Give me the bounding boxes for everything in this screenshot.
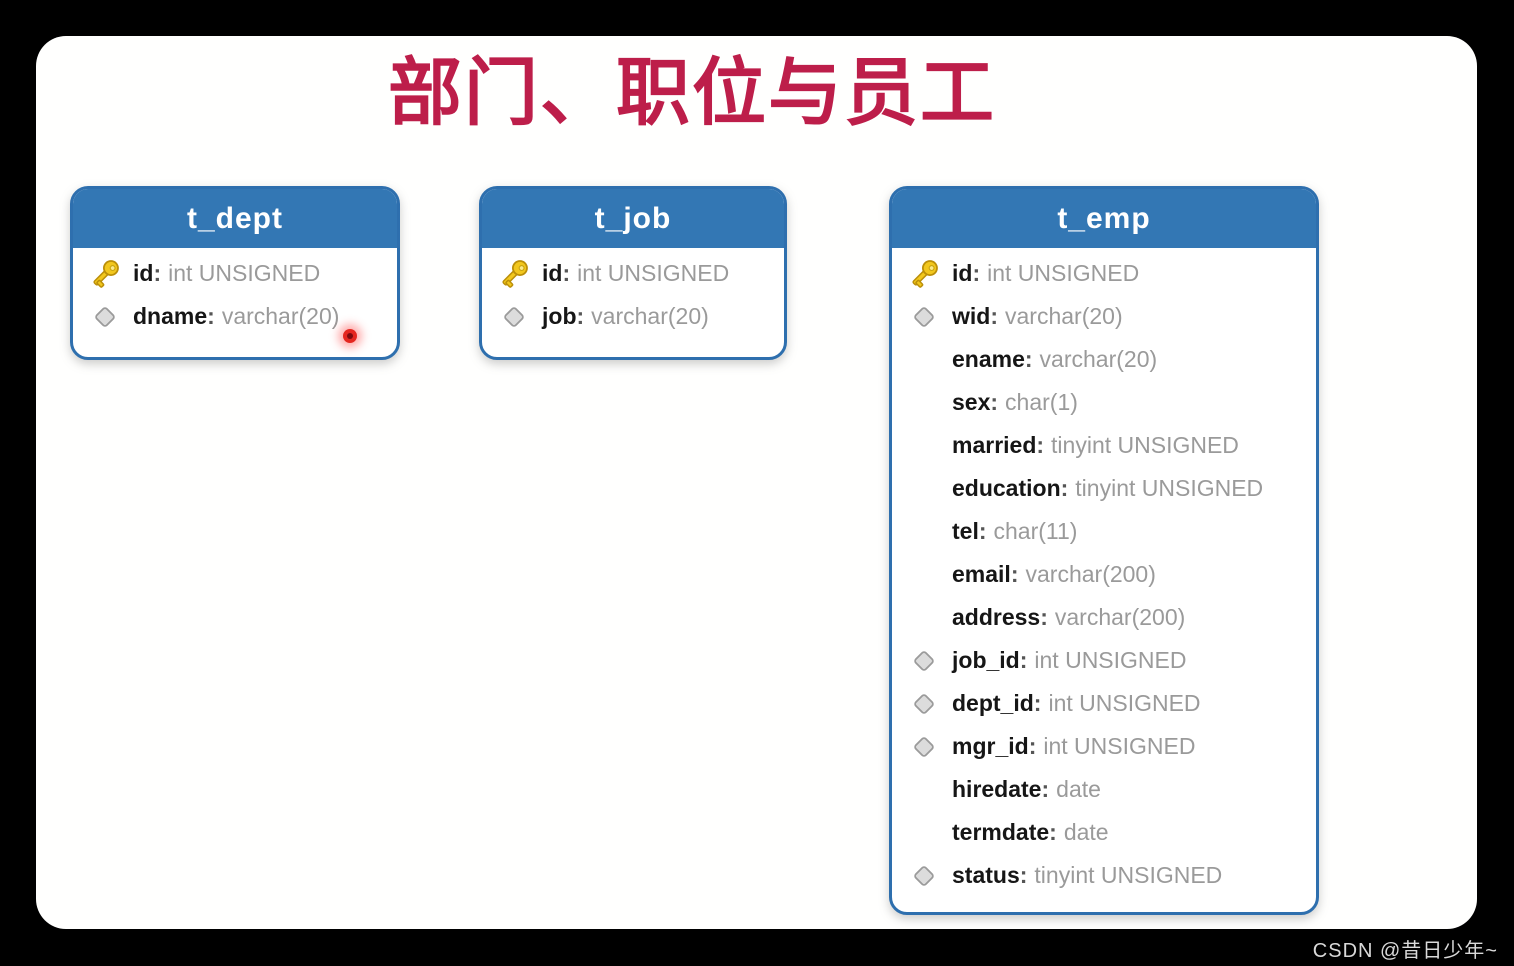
field-row-sex: sex:char(1) bbox=[892, 381, 1316, 424]
page-title: 部门、职位与员工 bbox=[388, 51, 996, 134]
field-colon: : bbox=[1049, 819, 1057, 845]
field-name: job_id bbox=[952, 647, 1020, 673]
field-row-job_id: job_id:int UNSIGNED bbox=[892, 639, 1316, 682]
field-row-wid: wid:varchar(20) bbox=[892, 295, 1316, 338]
field-type: varchar(200) bbox=[1025, 561, 1156, 587]
field-type: tinyint UNSIGNED bbox=[1051, 432, 1239, 458]
field-type: varchar(20) bbox=[1005, 303, 1123, 329]
field-row-dept_id: dept_id:int UNSIGNED bbox=[892, 682, 1316, 725]
field-colon: : bbox=[1019, 647, 1028, 673]
field-name: tel bbox=[952, 518, 979, 544]
field-type: date bbox=[1056, 776, 1101, 802]
field-row-job: job:varchar(20) bbox=[482, 295, 784, 338]
field-type: int UNSIGNED bbox=[987, 260, 1140, 286]
watermark: CSDN @昔日少年~ bbox=[1312, 940, 1498, 962]
field-name: termdate bbox=[952, 819, 1050, 845]
field-colon: : bbox=[1036, 432, 1045, 458]
field-type: int UNSIGNED bbox=[1034, 647, 1187, 673]
field-colon: : bbox=[576, 303, 585, 329]
field-name: email bbox=[952, 561, 1011, 587]
nullable-field-diamond-icon bbox=[906, 648, 952, 674]
field-type: tinyint UNSIGNED bbox=[1075, 475, 1264, 501]
field-row-id: id:int UNSIGNED bbox=[73, 252, 397, 295]
field-row-tel: tel:char(11) bbox=[892, 510, 1316, 553]
nullable-field-diamond-icon bbox=[906, 304, 952, 330]
table-title-t_emp: t_emp bbox=[892, 189, 1316, 248]
field-colon: : bbox=[990, 303, 999, 329]
field-type: int UNSIGNED bbox=[1048, 690, 1201, 716]
field-row-status: status:tinyint UNSIGNED bbox=[892, 854, 1316, 897]
nullable-field-diamond-icon bbox=[906, 691, 952, 717]
primary-key-icon bbox=[87, 256, 133, 292]
field-name: education bbox=[952, 475, 1061, 501]
field-row-email: email:varchar(200) bbox=[892, 553, 1316, 596]
field-colon: : bbox=[1040, 604, 1048, 630]
field-type: char(1) bbox=[1005, 389, 1078, 415]
field-type: char(11) bbox=[993, 518, 1078, 544]
field-colon: : bbox=[1028, 733, 1037, 759]
field-colon: : bbox=[1033, 690, 1042, 716]
field-row-ename: ename:varchar(20) bbox=[892, 338, 1316, 381]
field-colon: : bbox=[990, 389, 999, 415]
field-name: id bbox=[952, 260, 973, 286]
field-row-hiredate: hiredate:date bbox=[892, 768, 1316, 811]
field-type: varchar(20) bbox=[591, 303, 709, 329]
field-colon: : bbox=[978, 518, 987, 544]
field-colon: : bbox=[562, 260, 571, 286]
field-type: varchar(20) bbox=[1039, 346, 1158, 372]
field-row-id: id:int UNSIGNED bbox=[892, 252, 1316, 295]
table-title-t_dept: t_dept bbox=[73, 189, 397, 248]
field-type: int UNSIGNED bbox=[168, 260, 321, 286]
field-name: sex bbox=[952, 389, 991, 415]
field-row-dname: dname:varchar(20) bbox=[73, 295, 397, 338]
field-row-id: id:int UNSIGNED bbox=[482, 252, 784, 295]
field-name: dept_id bbox=[952, 690, 1034, 716]
field-colon: : bbox=[1060, 475, 1069, 501]
field-row-address: address:varchar(200) bbox=[892, 596, 1316, 639]
field-name: job bbox=[542, 303, 577, 329]
field-name: hiredate bbox=[952, 776, 1042, 802]
field-name: id bbox=[542, 260, 563, 286]
field-row-mgr_id: mgr_id:int UNSIGNED bbox=[892, 725, 1316, 768]
field-row-education: education:tinyint UNSIGNED bbox=[892, 467, 1316, 510]
field-colon: : bbox=[153, 260, 162, 286]
field-type: varchar(200) bbox=[1054, 604, 1186, 630]
table-title-t_job: t_job bbox=[482, 189, 784, 248]
field-name: mgr_id bbox=[952, 733, 1029, 759]
field-name: wid bbox=[952, 303, 991, 329]
nullable-field-diamond-icon bbox=[906, 863, 952, 889]
field-name: ename bbox=[952, 346, 1025, 372]
field-colon: : bbox=[1041, 776, 1050, 802]
primary-key-icon bbox=[496, 256, 542, 292]
field-type: int UNSIGNED bbox=[577, 260, 730, 286]
field-type: tinyint UNSIGNED bbox=[1034, 862, 1223, 888]
field-type: int UNSIGNED bbox=[1043, 733, 1196, 759]
nullable-field-diamond-icon bbox=[87, 304, 133, 330]
field-name: address bbox=[952, 604, 1041, 630]
field-name: id bbox=[133, 260, 154, 286]
field-colon: : bbox=[972, 260, 981, 286]
field-name: married bbox=[952, 432, 1037, 458]
field-colon: : bbox=[1024, 346, 1033, 372]
field-row-married: married:tinyint UNSIGNED bbox=[892, 424, 1316, 467]
field-name: dname bbox=[133, 303, 208, 329]
nullable-field-diamond-icon bbox=[496, 304, 542, 330]
field-name: status bbox=[952, 862, 1020, 888]
primary-key-icon bbox=[906, 256, 952, 292]
field-row-termdate: termdate:date bbox=[892, 811, 1316, 854]
field-type: varchar(20) bbox=[221, 303, 340, 329]
field-colon: : bbox=[1019, 862, 1028, 888]
field-colon: : bbox=[207, 303, 215, 329]
field-colon: : bbox=[1010, 561, 1019, 587]
nullable-field-diamond-icon bbox=[906, 734, 952, 760]
field-type: date bbox=[1063, 819, 1109, 845]
pointer-dot-cursor bbox=[343, 329, 357, 343]
